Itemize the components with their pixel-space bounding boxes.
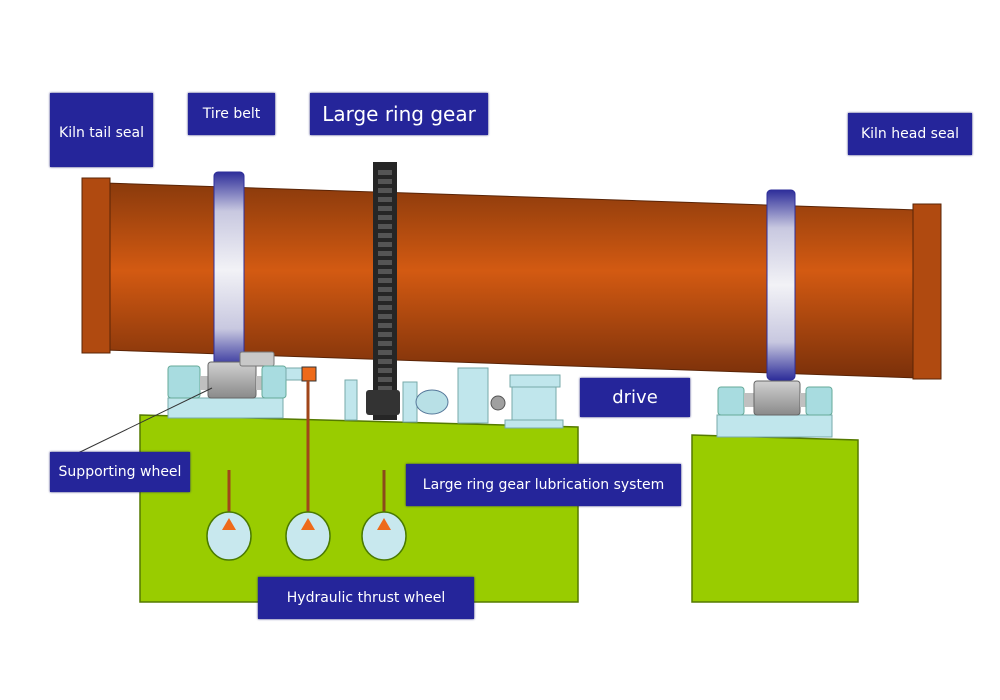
gear-tooth <box>378 314 392 319</box>
gear-tooth <box>378 350 392 355</box>
gear-tooth <box>378 323 392 328</box>
base-left <box>139 414 579 603</box>
coupling <box>415 389 449 415</box>
base-right <box>691 434 859 603</box>
tire-belt-tail <box>213 171 245 369</box>
gear-tooth <box>378 170 392 175</box>
gear-tooth <box>378 287 392 292</box>
gear-tooth <box>378 341 392 346</box>
gear-tooth <box>378 251 392 256</box>
supporting-wheel-assembly-tail <box>167 351 317 540</box>
supporting-wheel-leader <box>75 387 213 455</box>
kiln-head-flange <box>912 203 942 380</box>
gear-tooth <box>378 215 392 220</box>
hydraulic-thrust-wheel-gauges <box>206 470 407 561</box>
gear-tooth <box>378 242 392 247</box>
gear-tooth <box>378 224 392 229</box>
label-kiln-tail-seal: Kiln tail seal <box>50 93 153 167</box>
label-lubrication-system: Large ring gear lubrication system <box>406 464 681 506</box>
gear-tooth <box>378 260 392 265</box>
kiln-tail-flange <box>81 177 111 354</box>
gear-tooth <box>378 305 392 310</box>
gear-tooth <box>378 278 392 283</box>
gear-tooth <box>378 269 392 274</box>
supporting-wheel-assembly-head <box>716 380 833 438</box>
gear-tooth <box>378 206 392 211</box>
gear-tooth <box>378 233 392 238</box>
gear-tooth <box>378 188 392 193</box>
gear-tooth <box>378 377 392 382</box>
gear-tooth <box>378 368 392 373</box>
label-hydraulic-thrust-wheel: Hydraulic thrust wheel <box>258 577 474 619</box>
label-kiln-head-seal: Kiln head seal <box>848 113 972 155</box>
label-supporting-wheel: Supporting wheel <box>50 452 190 492</box>
label-tire-belt: Tire belt <box>188 93 275 135</box>
gear-tooth <box>378 359 392 364</box>
label-drive: drive <box>580 378 690 417</box>
gear-tooth <box>378 197 392 202</box>
gear-tooth <box>378 296 392 301</box>
label-large-ring-gear: Large ring gear <box>310 93 488 135</box>
gear-tooth <box>378 386 392 391</box>
kiln-shell <box>81 177 942 380</box>
large-ring-gear <box>373 162 397 420</box>
drive-train <box>344 367 564 429</box>
gear-tooth <box>378 332 392 337</box>
tire-belt-head <box>766 189 796 381</box>
gear-tooth <box>378 179 392 184</box>
